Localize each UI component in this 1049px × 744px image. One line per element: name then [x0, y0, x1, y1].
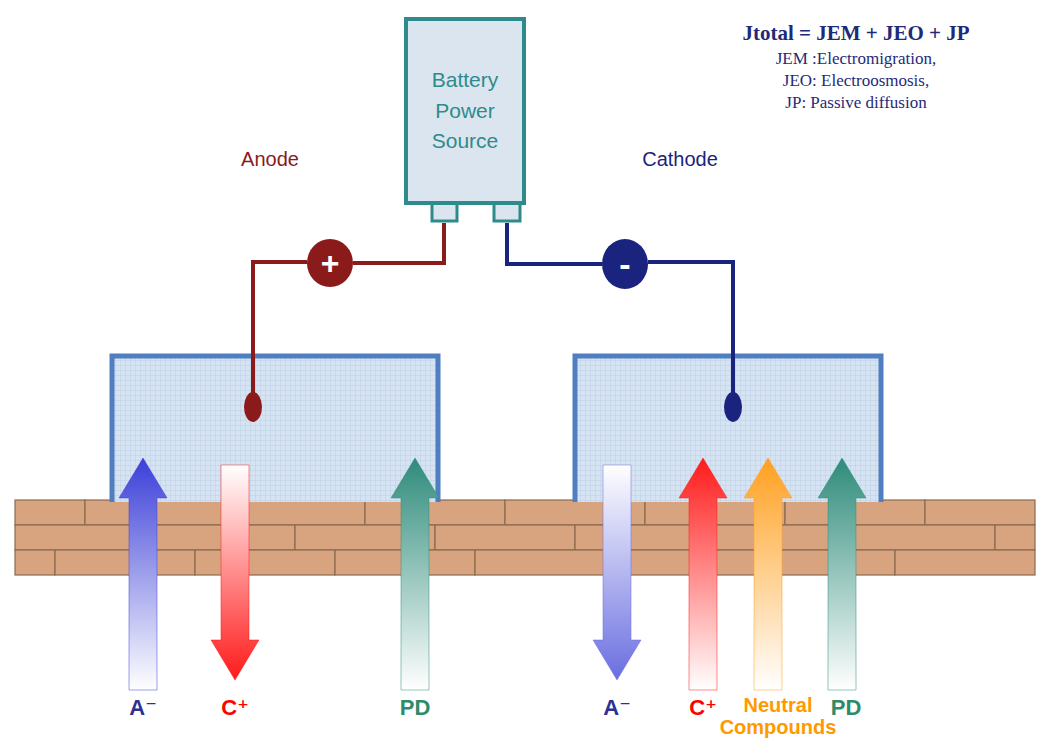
cathode-terminal-symbol: -	[602, 239, 648, 289]
flux-label: PD	[831, 696, 862, 720]
node-text: -	[619, 247, 630, 281]
node-text: Battery Power Source	[416, 65, 514, 156]
equation-term: JEM :Electromigration,	[776, 50, 937, 69]
skin-brick	[15, 500, 85, 525]
skin-brick	[855, 525, 995, 550]
flux-arrow	[593, 465, 641, 680]
cathode-electrode	[724, 392, 742, 422]
anode-reservoir	[112, 356, 438, 502]
wire	[507, 223, 602, 264]
node-text: +	[321, 247, 340, 279]
skin-brick	[475, 550, 615, 575]
anode-terminal-symbol: +	[307, 239, 353, 287]
power-source-box: Battery Power Source	[404, 17, 526, 205]
battery-terminal	[432, 203, 457, 221]
skin-brick	[15, 550, 55, 575]
flux-arrow	[744, 458, 792, 690]
electrode-name: Anode	[241, 148, 299, 170]
skin-brick	[895, 550, 1035, 575]
flux-arrow	[391, 458, 439, 690]
flux-arrow	[211, 465, 259, 680]
ion-label: C⁺	[221, 696, 249, 720]
equation-term: JEO: Electroosmosis,	[783, 72, 929, 91]
anode-electrode	[244, 392, 262, 422]
skin-brick	[615, 550, 755, 575]
skin-brick	[365, 500, 505, 525]
skin-brick	[925, 500, 1035, 525]
ion-label: A⁻	[129, 696, 157, 720]
skin-layer	[15, 500, 1035, 575]
flux-label: PD	[400, 696, 431, 720]
cathode-wire	[648, 262, 733, 396]
anode-wire	[253, 262, 307, 396]
compound-label: Neutral Compounds	[719, 694, 837, 738]
skin-brick	[995, 525, 1035, 550]
flux-arrow	[818, 458, 866, 690]
flux-arrows	[119, 458, 866, 690]
battery-terminal	[494, 203, 520, 221]
skin-brick	[435, 525, 575, 550]
wire	[353, 223, 444, 263]
skin-brick	[195, 550, 335, 575]
flux-arrow	[119, 458, 167, 690]
flux-equation: Jtotal = JEM + JEO + JP	[742, 22, 969, 45]
skin-brick	[55, 550, 195, 575]
equation-term: JP: Passive diffusion	[785, 94, 926, 113]
electrode-name: Cathode	[642, 148, 718, 170]
flux-arrow	[679, 458, 727, 690]
ion-label: A⁻	[603, 696, 631, 720]
anode-reservoir-outline	[112, 356, 438, 502]
ion-label: C⁺	[689, 696, 717, 720]
